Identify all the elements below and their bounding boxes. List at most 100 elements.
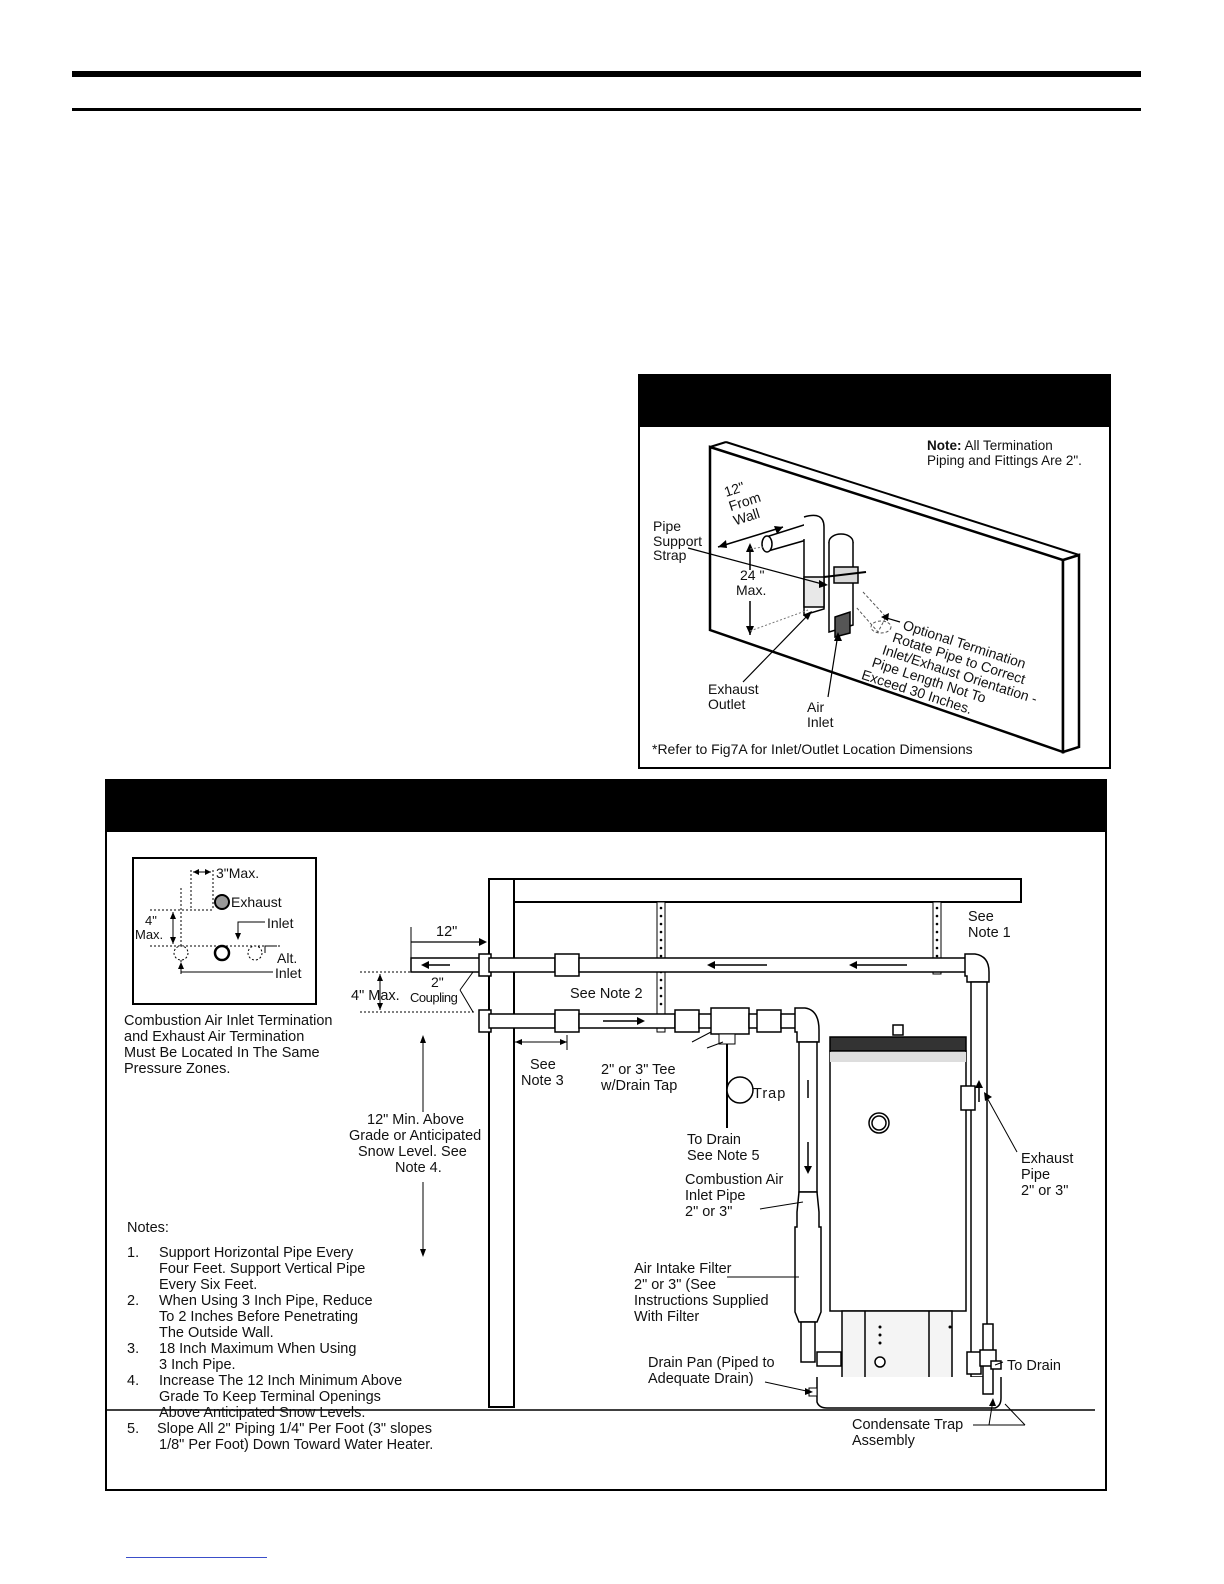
dim-4-max-label: 4" Max. — [351, 988, 400, 1004]
filter-label-2: 2" or 3" (See — [634, 1277, 716, 1293]
exhaust-pipe-label-2: Pipe — [1021, 1167, 1050, 1183]
fig7a-diagram: 3"Max. Exhaust Inlet 4" Max. Alt. Inlet … — [105, 857, 1095, 1453]
svg-text:Slope All 2" Piping 1/4" Per F: Slope All 2" Piping 1/4" Per Foot (3" sl… — [157, 1421, 432, 1437]
pressure-note-2: and Exhaust Air Termination — [124, 1029, 304, 1045]
drain-pan — [816, 1377, 1002, 1409]
pressure-note-1: Combustion Air Inlet Termination — [124, 1013, 332, 1029]
see-note-1-b: Note 1 — [968, 925, 1011, 941]
top-rule-thin — [72, 108, 1141, 111]
svg-text:When Using 3 Inch Pipe, Reduce: When Using 3 Inch Pipe, Reduce — [159, 1293, 373, 1309]
pressure-note-3: Must Be Located In The Same — [124, 1045, 320, 1061]
combustion-pipe-label-2: Inlet Pipe — [685, 1188, 745, 1204]
refer-note: *Refer to Fig7A for Inlet/Outlet Locatio… — [652, 741, 973, 757]
label-air-inlet-2: Inlet — [807, 714, 834, 730]
notes-title: Notes: — [127, 1220, 169, 1236]
svg-text:The Outside Wall.: The Outside Wall. — [159, 1325, 274, 1341]
combustion-pipe-label-1: Combustion Air — [685, 1172, 783, 1188]
exhaust-pipe-assembly — [761, 514, 825, 617]
svg-text:Wall: Wall — [731, 505, 761, 528]
svg-text:3 Inch Pipe.: 3 Inch Pipe. — [159, 1357, 236, 1373]
drain-pan-label-1: Drain Pan (Piped to — [648, 1355, 775, 1371]
tee-label-1: 2" or 3" Tee — [601, 1062, 676, 1078]
label-pipe-support-3: Strap — [653, 547, 687, 563]
inset-frame — [132, 857, 317, 1005]
intake-vertical-pipe — [794, 1041, 842, 1367]
to-drain-right-label: To Drain — [1007, 1358, 1061, 1374]
trap-icon — [726, 1076, 754, 1104]
svg-text:4.: 4. — [127, 1373, 139, 1389]
wall-top-back — [725, 441, 1080, 556]
strap-leader — [687, 547, 827, 586]
svg-text:Support Horizontal Pipe Every: Support Horizontal Pipe Every — [159, 1245, 354, 1261]
termination-inset: 3"Max. Exhaust Inlet 4" Max. Alt. Inlet — [132, 857, 317, 1005]
svg-text:Above Anticipated Snow Levels.: Above Anticipated Snow Levels. — [159, 1405, 365, 1421]
drain-pan-label-2: Adequate Drain) — [648, 1371, 754, 1387]
filter-label-3: Instructions Supplied — [634, 1293, 769, 1309]
see-note-3-b: Note 3 — [521, 1073, 564, 1089]
svg-text:5.: 5. — [127, 1421, 139, 1437]
inlet-leader — [827, 633, 839, 698]
svg-text:Every Six Feet.: Every Six Feet. — [159, 1277, 257, 1293]
min-grade-label-2: Grade or Anticipated — [349, 1128, 481, 1144]
inset-alt-inlet-right-icon — [247, 945, 263, 961]
intake-horizontal-pipe — [478, 1007, 820, 1043]
filter-label-4: With Filter — [634, 1309, 699, 1325]
label-from-wall: 12" From Wall — [722, 478, 763, 528]
fig7-note: Note: All Termination — [927, 438, 1053, 453]
wall-top-edge — [709, 441, 727, 448]
tee-label-2: w/Drain Tap — [600, 1078, 677, 1094]
svg-text:1.: 1. — [127, 1245, 139, 1261]
svg-text:Four Feet. Support Vertical Pi: Four Feet. Support Vertical Pipe — [159, 1261, 365, 1277]
exhaust-pipe-label-1: Exhaust — [1021, 1151, 1073, 1167]
fig7-diagram: Note: All Termination Piping and Fitting… — [652, 438, 1082, 757]
optional-termination-dashed — [855, 591, 892, 634]
inset-3max: 3"Max. — [216, 865, 259, 881]
inset-inlet-icon — [213, 944, 231, 962]
exhaust-vertical-pipe — [970, 981, 988, 1378]
label-pipe-support-2: Support — [653, 533, 702, 549]
dim-12-label: 12" — [436, 924, 457, 940]
see-note-2: See Note 2 — [570, 986, 643, 1002]
inset-alt-inlet-label: Inlet — [275, 965, 302, 981]
see-note-1-a: See — [968, 909, 994, 925]
inset-exhaust-icon — [214, 894, 230, 910]
footer-link-underline[interactable] — [126, 1557, 267, 1558]
condensate-label-1: Condensate Trap — [852, 1417, 963, 1433]
filter-label-1: Air Intake Filter — [634, 1261, 732, 1277]
ceiling-joist — [488, 878, 1022, 903]
min-grade-label-3: Snow Level. See — [358, 1144, 467, 1160]
pipe-hanger-right — [932, 901, 942, 975]
min-grade-label-4: Note 4. — [395, 1160, 442, 1176]
inset-alt-label: Alt. — [277, 950, 297, 966]
to-drain-label-1: To Drain — [687, 1132, 741, 1148]
label-pipe-support-1: Pipe — [653, 518, 681, 534]
svg-text:To 2 Inches Before Penetrating: To 2 Inches Before Penetrating — [159, 1309, 358, 1325]
dim-12-from-wall — [717, 526, 784, 548]
wall-side — [1061, 553, 1081, 754]
fig7-header-bar — [638, 374, 1111, 427]
fig7-note-line2: Piping and Fittings Are 2". — [927, 453, 1082, 468]
svg-text:Grade To Keep Terminal Opening: Grade To Keep Terminal Openings — [159, 1389, 381, 1405]
label-air-inlet-1: Air — [807, 699, 824, 715]
svg-text:2.: 2. — [127, 1293, 139, 1309]
inset-exhaust-label: Exhaust — [231, 894, 282, 910]
svg-text:3.: 3. — [127, 1341, 139, 1357]
see-note-3-a: See — [530, 1057, 556, 1073]
notes-list: 1. Support Horizontal Pipe Every Four Fe… — [127, 1245, 433, 1453]
pressure-note-4: Pressure Zones. — [124, 1061, 230, 1077]
top-rule-thick — [72, 71, 1141, 77]
coupling-label-2: Coupling — [410, 990, 458, 1005]
svg-text:1/8" Per Foot) Down Toward Wat: 1/8" Per Foot) Down Toward Water Heater. — [159, 1437, 433, 1453]
trap-label: Trap — [753, 1086, 786, 1102]
min-grade-label-1: 12" Min. Above — [367, 1112, 464, 1128]
inset-4-label: 4" — [145, 913, 157, 928]
svg-text:Increase The 12 Inch Minimum A: Increase The 12 Inch Minimum Above — [159, 1373, 402, 1389]
svg-text:18 Inch Maximum When Using: 18 Inch Maximum When Using — [159, 1341, 356, 1357]
exhaust-leader — [742, 612, 811, 683]
water-heater — [829, 1024, 982, 1382]
label-24-max-2: Max. — [736, 582, 766, 598]
label-exhaust-outlet-1: Exhaust — [708, 681, 759, 697]
condensate-label-2: Assembly — [852, 1433, 916, 1449]
label-24-max-1: 24 " — [740, 567, 764, 583]
label-exhaust-outlet-2: Outlet — [708, 696, 745, 712]
